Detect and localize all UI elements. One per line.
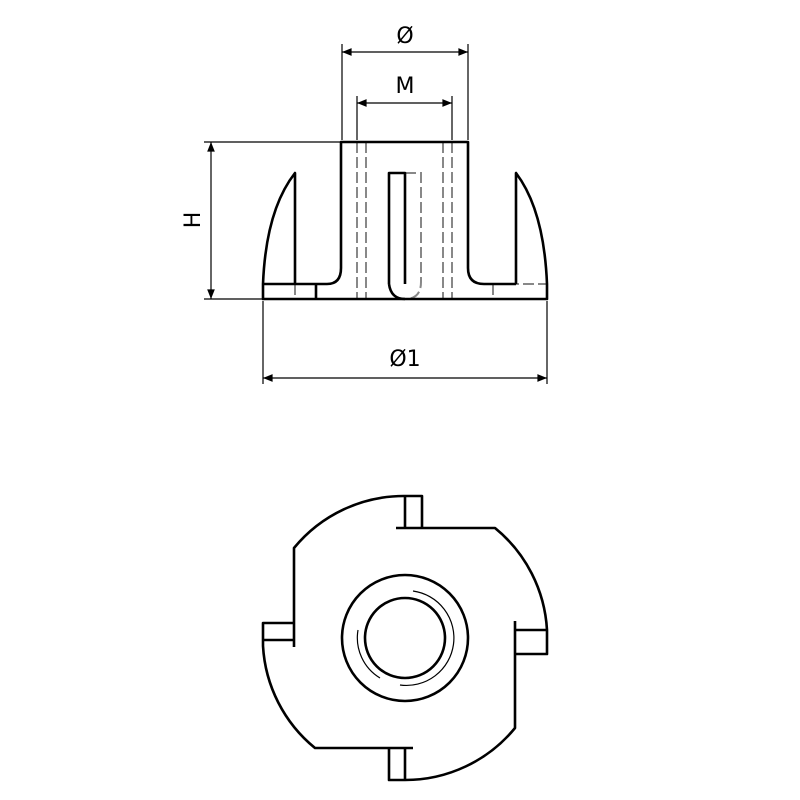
label-thread: M [396, 74, 415, 99]
shaft-circle [340, 573, 470, 703]
label-flange-diameter: Ø1 [389, 347, 420, 372]
dimension-outer-diameter: Ø [341, 24, 469, 140]
label-height: H [181, 212, 206, 229]
flange-outline [261, 494, 549, 782]
dimension-height: H [181, 141, 341, 300]
dimension-flange-diameter: Ø1 [262, 301, 548, 384]
slot [387, 171, 407, 301]
bore-circle [363, 596, 447, 680]
hidden-lines [294, 142, 547, 300]
prong-right [514, 171, 549, 285]
thread-arc [356, 590, 455, 687]
bottom-view [261, 494, 549, 782]
side-view: Ø M H Ø1 [181, 24, 549, 384]
label-outer-diameter: Ø [396, 24, 413, 49]
prong-left [261, 171, 297, 285]
dimension-thread: M [356, 74, 453, 140]
